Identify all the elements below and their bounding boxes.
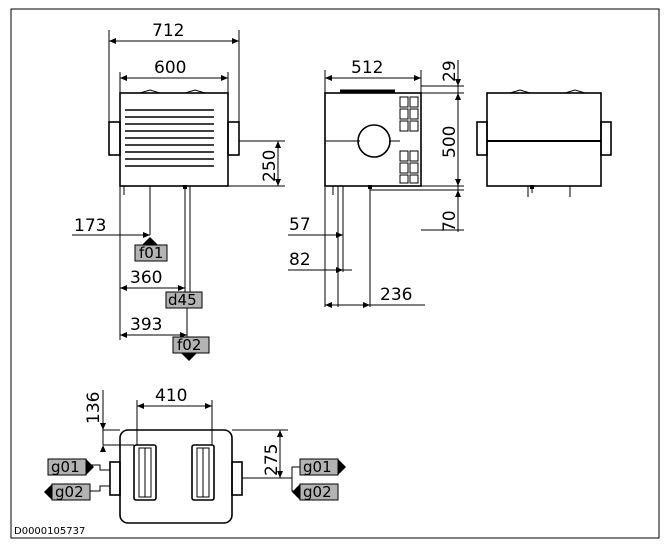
top-right-filter — [191, 444, 215, 501]
dim-600: 600 — [154, 58, 186, 78]
dim-410: 410 — [155, 386, 187, 406]
front-housing — [119, 92, 229, 187]
label-g02-left: g02 — [55, 483, 84, 501]
front-louvers — [125, 109, 214, 167]
connection-f01 — [134, 244, 168, 262]
connection-d45 — [165, 291, 203, 309]
dim-57: 57 — [289, 215, 311, 235]
dim-29: 29 — [440, 60, 460, 82]
label-f01: f01 — [139, 244, 163, 262]
top-left-filter — [133, 444, 157, 501]
dim-173: 173 — [74, 216, 106, 236]
dim-512: 512 — [351, 58, 383, 78]
label-f02: f02 — [177, 336, 201, 354]
rear-view — [476, 89, 612, 197]
dim-82: 82 — [289, 250, 311, 270]
dim-275: 275 — [262, 444, 282, 476]
front-right-stub — [227, 121, 240, 156]
front-left-stub — [108, 121, 121, 156]
label-g01-left: g01 — [51, 458, 80, 476]
side-view: 512 29 500 70 57 82 236 — [288, 58, 464, 308]
rear-left-stub — [476, 121, 488, 156]
dim-500: 500 — [440, 126, 460, 158]
top-right-stub — [231, 461, 243, 496]
dim-70: 70 — [440, 210, 460, 232]
drawing-code: D0000105737 — [14, 526, 85, 537]
dim-393: 393 — [130, 315, 162, 335]
side-housing — [324, 92, 422, 187]
drawing-frame — [10, 8, 660, 539]
front-view: 712 600 250 173 f01 360 d45 393 — [72, 21, 285, 361]
label-g02-right: g02 — [303, 483, 332, 501]
top-view: 410 136 275 g01 g02 g01 g02 — [44, 386, 346, 524]
label-d45: d45 — [168, 291, 197, 309]
dim-236: 236 — [380, 285, 412, 305]
rear-right-stub — [600, 121, 612, 156]
side-round-opening — [357, 124, 391, 158]
label-g01-right: g01 — [303, 458, 332, 476]
rear-housing — [486, 92, 602, 187]
dim-250: 250 — [260, 150, 280, 182]
dim-712: 712 — [152, 21, 184, 41]
side-slots — [399, 96, 419, 184]
dim-136: 136 — [84, 392, 104, 424]
dim-360: 360 — [130, 268, 162, 288]
top-left-stub — [109, 461, 121, 496]
